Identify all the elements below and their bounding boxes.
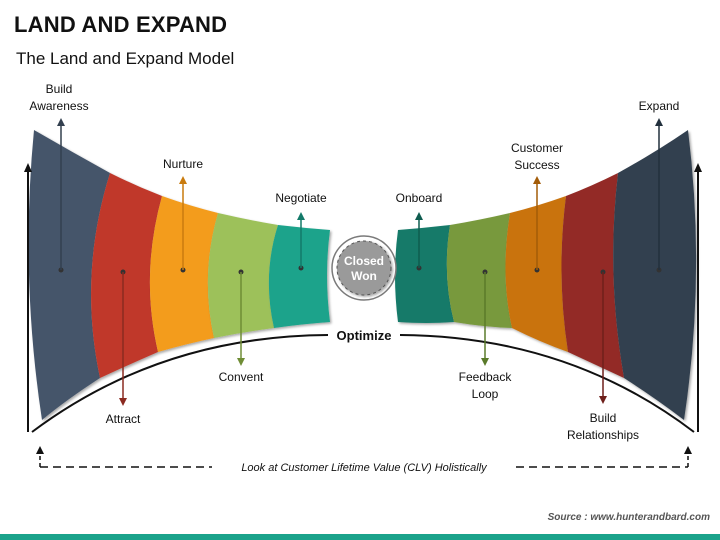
closed-won-line2: Won — [351, 269, 377, 283]
arrow-negotiate — [297, 212, 305, 271]
left-side-arrowhead — [24, 163, 32, 172]
arrow-customer-success — [533, 176, 541, 273]
label-build-awareness-line2: Awareness — [29, 99, 88, 113]
arrow-nurture — [179, 176, 187, 273]
clv-right-arrowhead — [684, 446, 692, 454]
page-subtitle: The Land and Expand Model — [16, 49, 235, 68]
bottom-accent-bar — [0, 534, 720, 540]
label-convent: Convent — [219, 370, 264, 384]
arrow-feedback-loop — [481, 269, 489, 366]
segment-attract — [91, 173, 162, 378]
optimize-curve-right — [399, 334, 695, 433]
page-title: LAND AND EXPAND — [14, 12, 228, 37]
label-onboard: Onboard — [396, 191, 443, 205]
right-side-arrowhead — [694, 163, 702, 172]
source-credit: Source : www.hunterandbard.com — [547, 512, 710, 523]
label-customer-success-line1: Customer — [511, 141, 563, 155]
closed-won-line1: Closed — [344, 254, 384, 268]
label-attract: Attract — [106, 412, 141, 426]
label-feedback-loop-line1: Feedback — [459, 370, 513, 384]
label-nurture: Nurture — [163, 157, 203, 171]
segment-customer-success — [505, 196, 568, 352]
label-feedback-loop-line2: Loop — [472, 387, 499, 401]
segment-expand — [613, 130, 697, 420]
label-negotiate: Negotiate — [275, 191, 327, 205]
segment-convent — [207, 213, 278, 338]
label-build-awareness-line1: Build — [46, 82, 73, 96]
arrow-expand — [655, 118, 663, 273]
segment-nurture — [149, 196, 218, 352]
label-customer-success-line2: Success — [514, 158, 559, 172]
segment-build-awareness — [28, 130, 110, 420]
segment-negotiate — [268, 225, 330, 328]
label-build-relationships-line2: Relationships — [567, 428, 639, 442]
segment-build-relationships — [561, 173, 624, 378]
arrow-attract — [119, 269, 127, 406]
label-build-relationships-line1: Build — [590, 411, 617, 425]
label-expand: Expand — [639, 99, 680, 113]
clv-left-arrowhead — [36, 446, 44, 454]
optimize-label: Optimize — [337, 328, 392, 343]
optimize-curve-left — [31, 334, 329, 433]
segment-feedback-loop — [446, 213, 512, 328]
arrow-onboard — [415, 212, 423, 271]
arrow-convent — [237, 269, 245, 366]
closed-won-circle — [336, 240, 392, 296]
arrow-build-relationships — [599, 269, 607, 404]
clv-note: Look at Customer Lifetime Value (CLV) Ho… — [241, 462, 488, 474]
arrow-build-awareness — [57, 118, 65, 273]
segment-onboard — [395, 225, 454, 323]
